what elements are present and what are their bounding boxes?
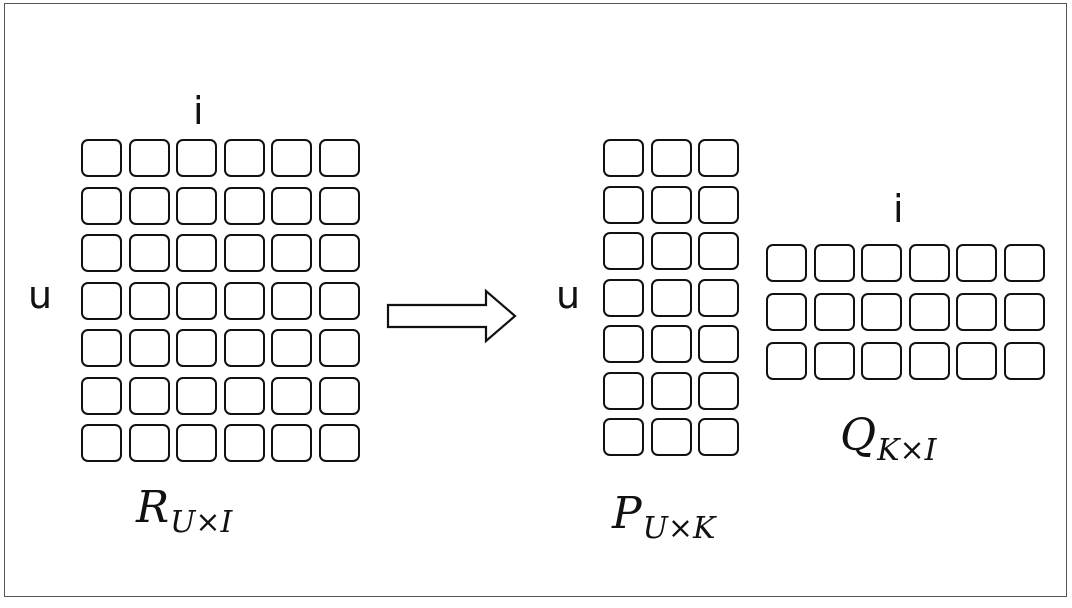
matrix-r-cell (271, 424, 312, 462)
matrix-r-cell (81, 424, 122, 462)
matrix-q-cell (813, 244, 855, 282)
matrix-p-name: P (612, 488, 642, 539)
matrix-p-cell (698, 139, 739, 177)
matrix-r-cell (318, 424, 360, 462)
right-arrow-icon (386, 288, 517, 344)
matrix-p-cell (650, 325, 692, 363)
matrix-r-cell (176, 329, 217, 367)
matrix-q-cell (908, 293, 950, 331)
matrix-r-cell (318, 281, 360, 320)
matrix-p-cell (698, 371, 739, 410)
matrix-r-cell (128, 139, 170, 177)
matrix-q-cell (1003, 293, 1045, 331)
matrix-r-cell (271, 186, 312, 225)
matrix-r-cell (271, 139, 312, 177)
matrix-q-subscript: K×I (877, 433, 937, 468)
matrix-p-cell (650, 139, 692, 177)
matrix-q-cell (956, 244, 997, 282)
matrix-r-label: RU×I (136, 486, 232, 538)
matrix-r-cell (223, 139, 265, 177)
matrix-r-cell (223, 376, 265, 415)
matrix-p-cell (698, 278, 739, 317)
matrix-q-cell (813, 293, 855, 331)
matrix-r-cell (81, 376, 122, 415)
matrix-r-cell (128, 376, 170, 415)
left-matrix-top-label: i (193, 89, 204, 133)
matrix-r-cell (318, 329, 360, 367)
matrix-p-cell (603, 185, 644, 224)
matrix-q-cell (956, 342, 997, 380)
p-matrix-side-label: u (556, 273, 581, 317)
q-matrix-top-label: i (893, 187, 904, 231)
matrix-r-cell (318, 234, 360, 272)
matrix-p-cell (698, 232, 739, 270)
matrix-q-cell (766, 244, 807, 282)
matrix-q-cell (908, 342, 950, 380)
matrix-r-cell (223, 281, 265, 320)
matrix-r-cell (318, 139, 360, 177)
matrix-q-cell (861, 342, 902, 380)
matrix-r-cell (128, 234, 170, 272)
matrix-p-cell (698, 185, 739, 224)
matrix-r-cell (176, 234, 217, 272)
matrix-p-label: PU×K (612, 492, 715, 544)
matrix-r-cell (81, 281, 122, 320)
matrix-r-cell (223, 186, 265, 225)
matrix-r-cell (318, 376, 360, 415)
matrix-p-cell (603, 278, 644, 317)
matrix-q-cell (813, 342, 855, 380)
matrix-r-cell (271, 234, 312, 272)
matrix-r-cell (223, 424, 265, 462)
matrix-r-cell (176, 186, 217, 225)
matrix-r-cell (223, 329, 265, 367)
matrix-r-cell (223, 234, 265, 272)
matrix-r-cell (271, 281, 312, 320)
matrix-r-cell (176, 424, 217, 462)
matrix-r-name: R (136, 482, 170, 533)
matrix-p-cell (603, 139, 644, 177)
matrix-p-cell (603, 418, 644, 456)
matrix-r-subscript: U×I (170, 505, 233, 540)
matrix-p-cell (603, 325, 644, 363)
matrix-q-cell (861, 244, 902, 282)
matrix-q-cell (908, 244, 950, 282)
matrix-q-cell (956, 293, 997, 331)
matrix-r-cell (271, 329, 312, 367)
matrix-q-cell (766, 293, 807, 331)
matrix-r-cell (128, 186, 170, 225)
matrix-r-cell (271, 376, 312, 415)
matrix-r-cell (81, 234, 122, 272)
matrix-r-cell (176, 376, 217, 415)
matrix-p-cell (650, 232, 692, 270)
matrix-p-cell (650, 418, 692, 456)
matrix-q-cell (766, 342, 807, 380)
matrix-r-cell (81, 139, 122, 177)
matrix-q-name: Q (840, 410, 877, 461)
matrix-q-cell (1003, 244, 1045, 282)
matrix-q-cell (861, 293, 902, 331)
matrix-p-cell (650, 185, 692, 224)
matrix-p-cell (650, 278, 692, 317)
matrix-r-cell (128, 329, 170, 367)
diagram-frame (4, 3, 1067, 597)
matrix-p-cell (698, 325, 739, 363)
matrix-r-cell (176, 139, 217, 177)
matrix-p-cell (603, 232, 644, 270)
matrix-p-cell (650, 371, 692, 410)
left-matrix-side-label: u (28, 273, 53, 317)
matrix-r-cell (128, 424, 170, 462)
matrix-r-cell (318, 186, 360, 225)
matrix-q-label: QK×I (840, 414, 936, 466)
matrix-p-cell (698, 418, 739, 456)
matrix-r-cell (176, 281, 217, 320)
matrix-r-cell (81, 186, 122, 225)
matrix-r-cell (81, 329, 122, 367)
matrix-p-subscript: U×K (642, 511, 716, 546)
matrix-p-cell (603, 371, 644, 410)
matrix-r-cell (128, 281, 170, 320)
matrix-q-cell (1003, 342, 1045, 380)
